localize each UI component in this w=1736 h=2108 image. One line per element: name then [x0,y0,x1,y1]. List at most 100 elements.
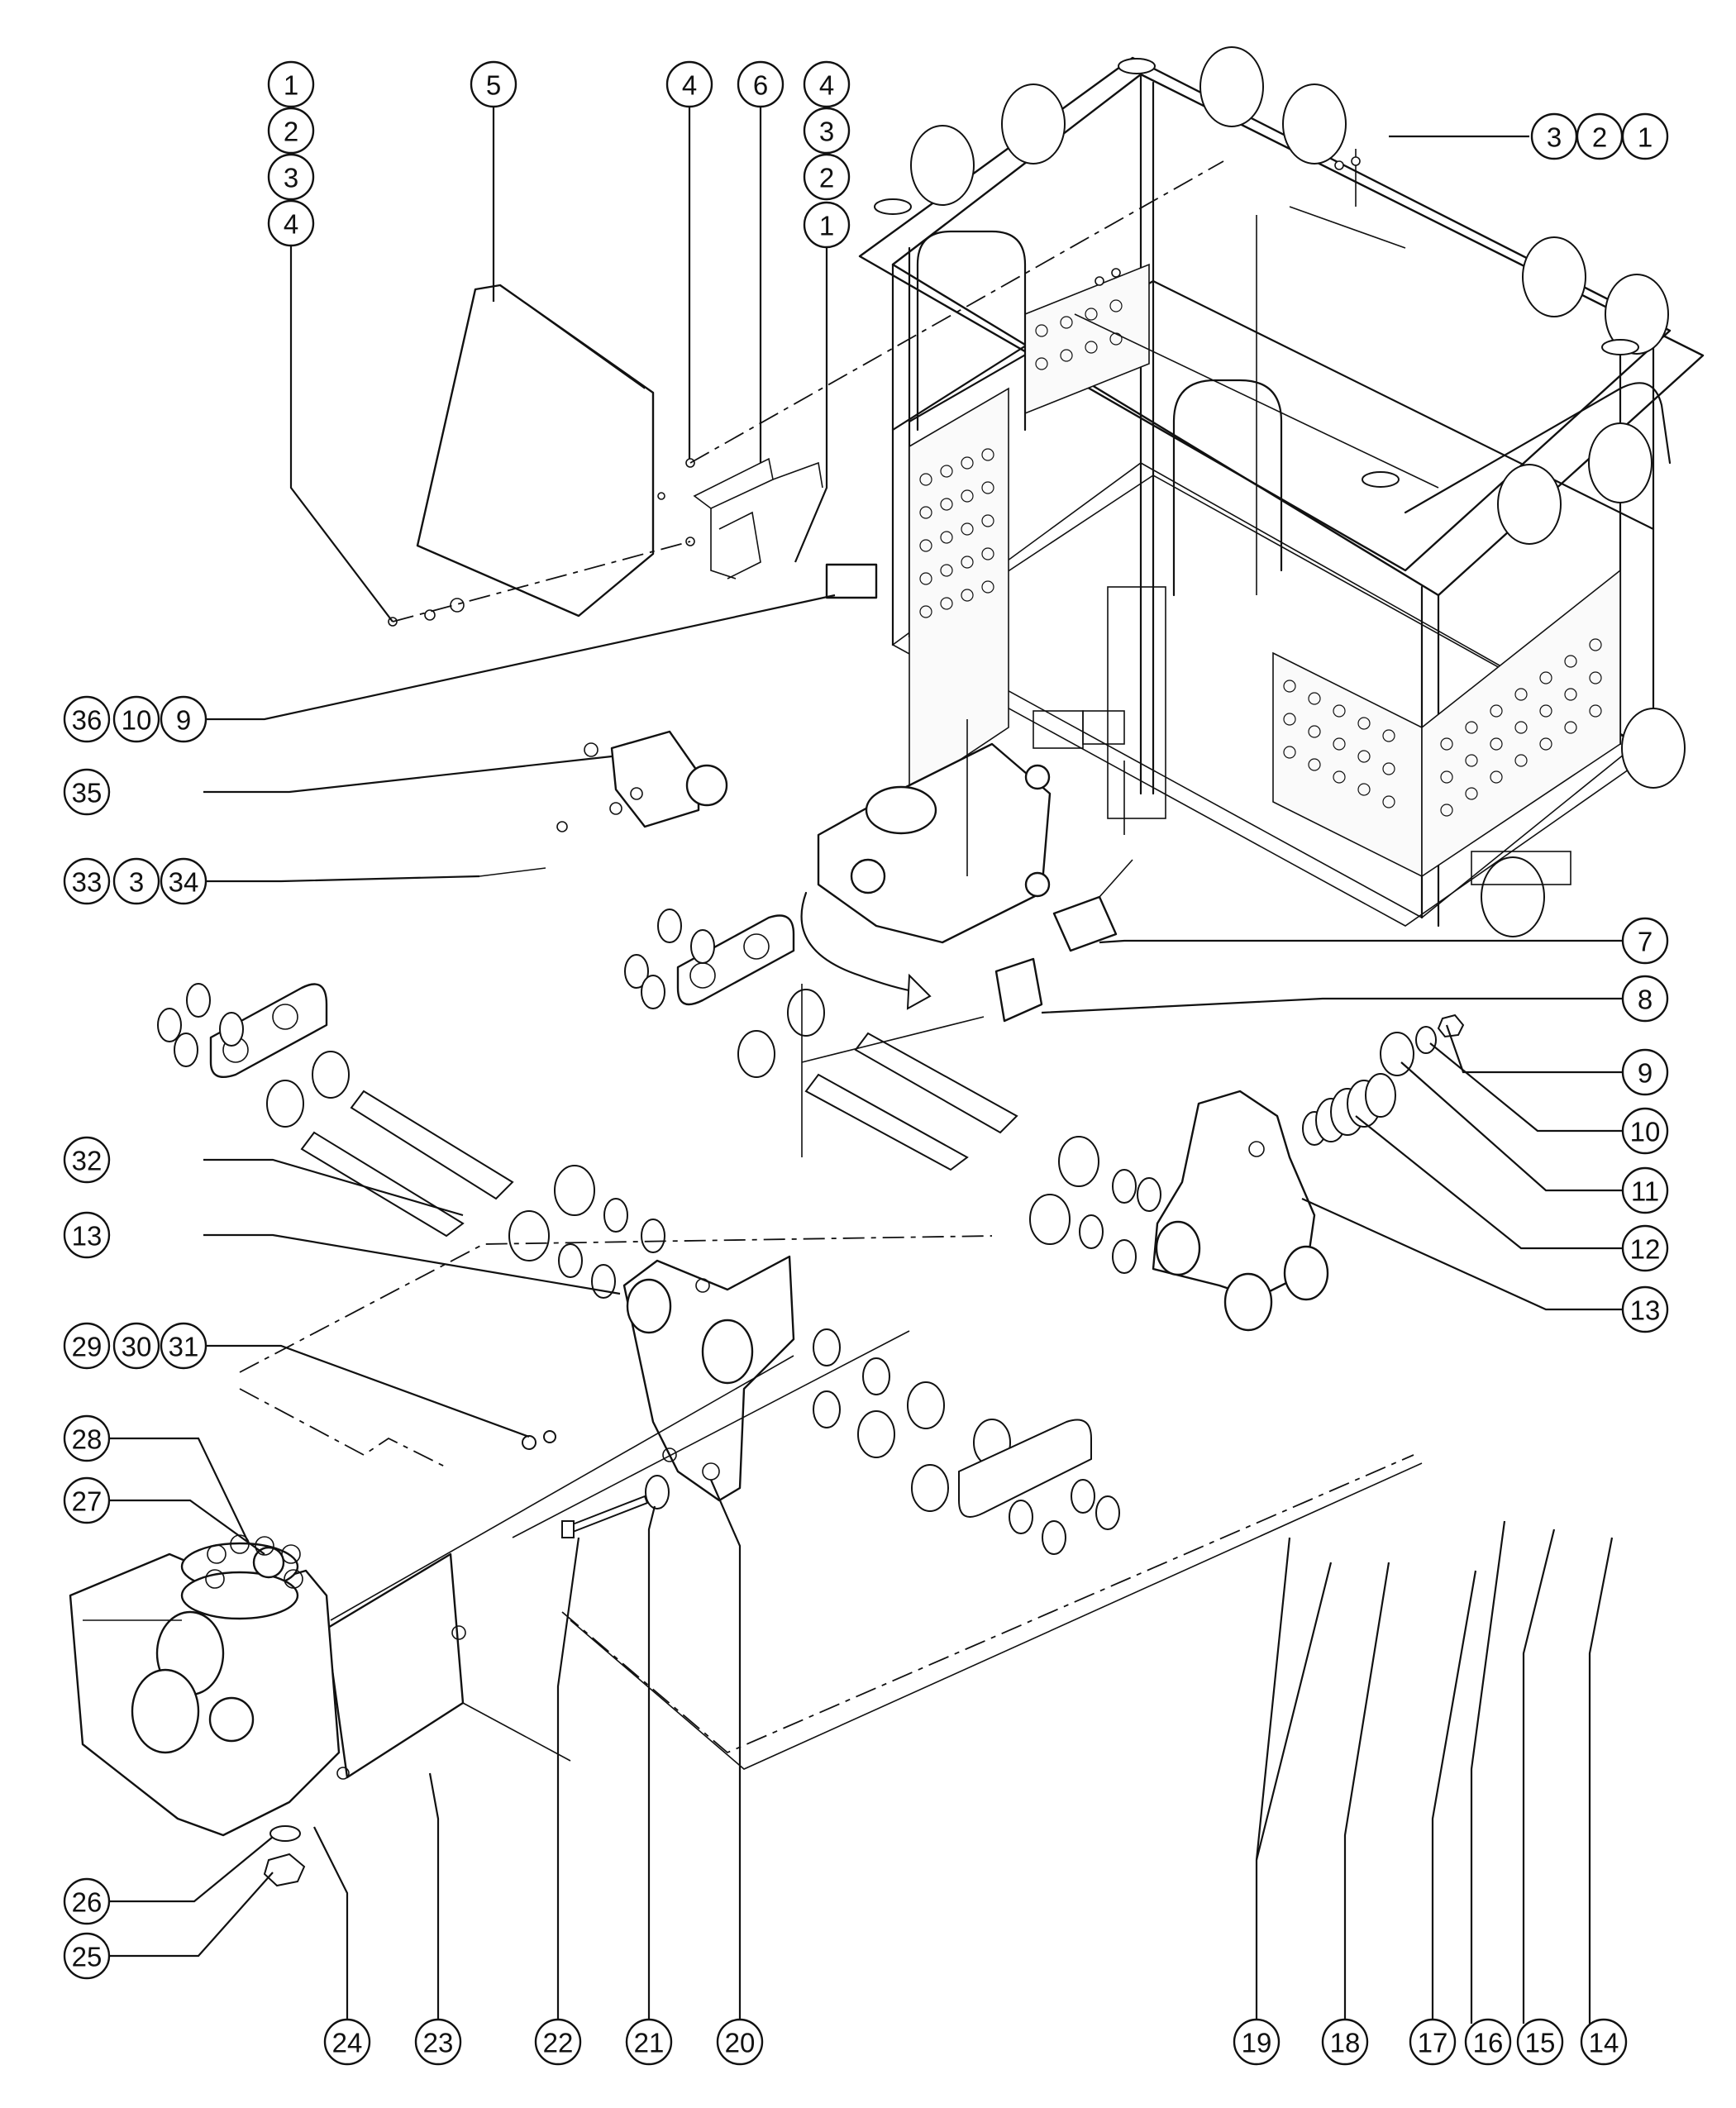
callout-circle [1621,1107,1669,1155]
callout-label: 25 [72,1942,103,1972]
rotator-bracket-right [1152,1090,1329,1332]
callout-circle [1580,2018,1628,2066]
callout-bubble-c4b: 4 [665,60,713,108]
callout-bubble-c22: 22 [534,2018,582,2066]
callout-label: 3 [819,117,834,147]
callout-label: 4 [682,70,697,101]
callout-label: 3 [284,163,298,193]
callout-bubble-c7: 7 [1621,917,1669,965]
callout-circle [63,1932,111,1980]
callout-label: 26 [72,1887,103,1918]
bolt-washer-set [522,1430,670,1538]
callout-circle [803,201,851,249]
rotator-bracket-left [622,1255,795,1502]
callout-bubble-c21: 21 [625,2018,673,2066]
callout-circle [63,1476,111,1524]
small-hardware [388,156,1361,627]
callout-bubble-c4c: 4 [803,60,851,108]
callout-circle [63,857,111,905]
callout-bubble-c13b: 13 [1621,1285,1669,1333]
callout-circle [414,2018,462,2066]
callout-label: 1 [284,70,298,101]
callout-label: 15 [1525,2028,1556,2058]
callout-circle [625,2018,673,2066]
callout-circle [1621,112,1669,160]
mounting-plate [325,1552,466,1780]
callout-circle [1409,2018,1457,2066]
callout-circle [1621,1048,1669,1096]
callout-bubble-c3e: 3 [112,857,160,905]
callout-label: 11 [1631,1176,1659,1207]
callout-label: 10 [1630,1117,1661,1147]
callout-circle [160,695,207,743]
rotation-arrowhead [906,973,932,1010]
rotator-preview [817,710,1084,944]
callout-bubble-c2d: 2 [1576,112,1624,160]
callout-bubble-c34: 34 [160,857,207,905]
callout-bubble-c30: 30 [112,1322,160,1370]
callout-label: 28 [72,1424,103,1455]
callout-label: 32 [72,1146,103,1176]
callout-label: 16 [1473,2028,1504,2058]
valve-block [584,730,728,828]
callout-label: 9 [176,705,191,736]
callout-circle [267,153,315,201]
callout-label: 2 [1592,122,1607,153]
callout-circle [112,695,160,743]
callout-bubble-c26: 26 [63,1877,111,1925]
callout-bubble-c13a: 13 [63,1211,111,1259]
callout-circle [112,1322,160,1370]
callout-circle [737,60,785,108]
callout-label: 4 [284,209,298,240]
callout-bubble-c10a: 10 [112,695,160,743]
callout-bubble-c1a: 1 [267,60,315,108]
callout-circle [63,1136,111,1184]
callout-circle [267,199,315,247]
callout-label: 2 [819,163,834,193]
callout-circle [112,857,160,905]
callout-bubble-c32: 32 [63,1136,111,1184]
callout-label: 17 [1418,2028,1448,2058]
callout-circle [1321,2018,1369,2066]
callout-bubble-c16: 16 [1464,2018,1512,2066]
callout-bubble-c19: 19 [1233,2018,1281,2066]
callout-circle [534,2018,582,2066]
callout-bubble-c9b: 9 [1621,1048,1669,1096]
callout-bubble-c11: 11 [1621,1166,1669,1214]
callout-label: 8 [1638,985,1653,1015]
callout-circle [803,60,851,108]
rotation-arrow [800,891,919,994]
callout-bubble-c35: 35 [63,768,111,816]
callout-label: 6 [753,70,768,101]
callout-label: 12 [1630,1234,1661,1265]
callout-bubble-c2c: 2 [803,153,851,201]
callout-bubble-c36: 36 [63,695,111,743]
callout-bubble-c4a: 4 [267,199,315,247]
callout-circle [1516,2018,1564,2066]
callout-label: 22 [543,2028,574,2058]
callout-bubble-c3d: 3 [1530,112,1578,160]
callout-circle [470,60,517,108]
callout-bubble-c3a: 3 [267,153,315,201]
callout-label: 18 [1330,2028,1361,2058]
mounting-bracket [693,457,823,579]
callout-label: 36 [72,705,103,736]
callout-label: 2 [284,117,298,147]
callout-bubble-c8: 8 [1621,975,1669,1023]
stop-block [994,859,1133,1023]
callout-bubble-c18: 18 [1321,2018,1369,2066]
callout-circle [1233,2018,1281,2066]
switch-box [825,563,878,599]
callout-circle [1464,2018,1512,2066]
link-pin-set [157,909,1161,1555]
callout-label: 4 [819,70,834,101]
callout-bubble-c31: 31 [160,1322,207,1370]
callout-circle [803,153,851,201]
callout-bubble-c1d: 1 [1621,112,1669,160]
callout-bubble-c10b: 10 [1621,1107,1669,1155]
callout-circle [63,768,111,816]
callout-label: 29 [72,1332,103,1362]
callout-label: 10 [122,705,152,736]
callout-circle [63,695,111,743]
